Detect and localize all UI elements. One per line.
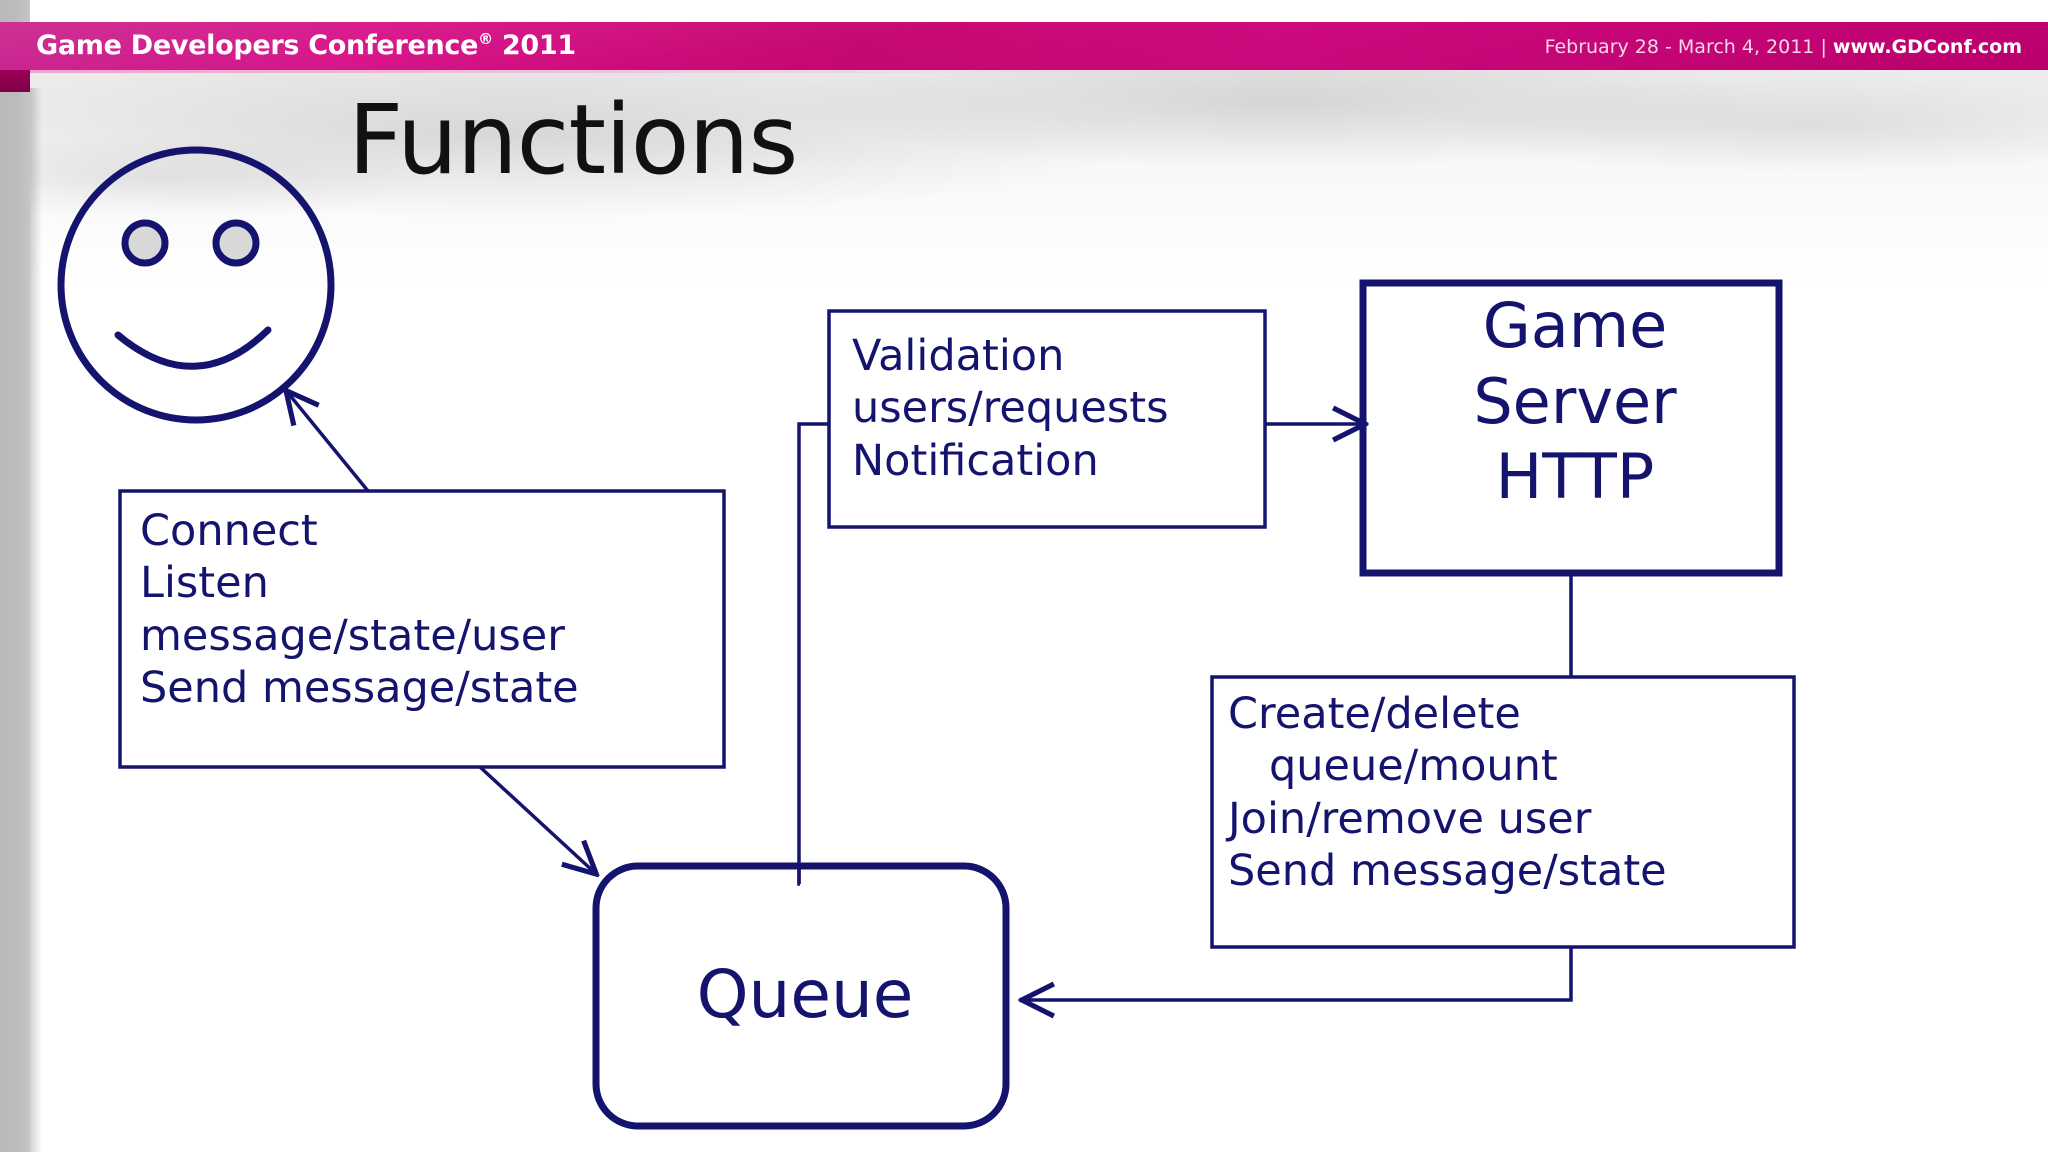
- edge-client-to-queue: [478, 765, 594, 872]
- edge-validation-to-queue: [797, 422, 829, 886]
- conference-url-link[interactable]: www.GDConf.com: [1832, 36, 2022, 58]
- server-functions-text: Create/delete queue/mount Join/remove us…: [1228, 689, 1667, 897]
- conference-dates-and-url: February 28 - March 4, 2011 | www.GDConf…: [1545, 36, 2022, 58]
- left-gutter-shadow: [30, 88, 42, 1152]
- edge-client-to-smiley: [288, 393, 370, 493]
- conference-dates: February 28 - March 4, 2011: [1544, 36, 1815, 58]
- edge-serverfunctions-to-queue: [1025, 947, 1573, 1000]
- queue-label: Queue: [696, 956, 914, 1033]
- header-separator: |: [1820, 36, 1827, 58]
- server-functions-box: [1210, 675, 1796, 949]
- validation-text: Validation users/requests Notification: [852, 331, 1169, 486]
- conference-year: 2011: [501, 30, 576, 61]
- conference-brand-title: Game Developers Conference® 2011: [36, 30, 576, 61]
- game-server-text: Game Server HTTP: [1473, 289, 1677, 514]
- left-gutter-strip: [0, 0, 30, 1152]
- slide-background: [30, 70, 2048, 1152]
- page-title: Functions: [348, 84, 798, 196]
- registered-trademark-icon: ®: [478, 30, 493, 48]
- client-functions-text: Connect Listen message/state/user Send m…: [140, 506, 579, 714]
- smiley-face-icon: [57, 146, 335, 424]
- conference-brand-name: Game Developers Conference: [36, 30, 479, 61]
- conference-header-band: [0, 22, 2048, 70]
- slide-top-highlight: [30, 70, 2048, 73]
- header-corner-notch: [0, 70, 30, 92]
- queue-box: [592, 862, 1010, 1130]
- client-functions-box: [118, 489, 726, 769]
- validation-box: [827, 309, 1267, 529]
